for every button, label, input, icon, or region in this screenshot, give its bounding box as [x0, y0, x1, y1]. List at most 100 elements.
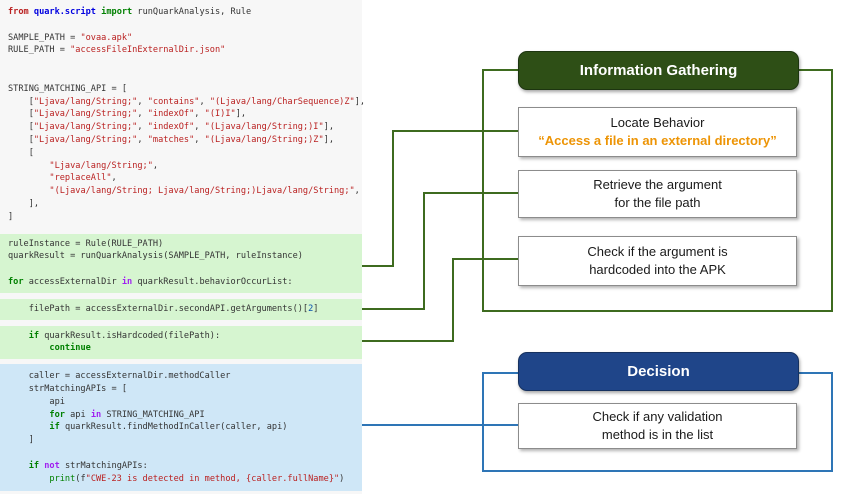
code-segment-green: if quarkResult.isHardcoded(filePath): co… [0, 325, 362, 360]
information-gathering-title: Information Gathering [579, 62, 738, 79]
code-token: SAMPLE_PATH = [8, 32, 81, 43]
code-line: ["Ljava/lang/String;", "indexOf", "(I)I"… [8, 108, 362, 121]
code-line: filePath = accessExternalDir.secondAPI.g… [8, 303, 362, 316]
code-segment-blue: caller = accessExternalDir.methodCaller … [0, 364, 362, 492]
code-line: continue [8, 342, 362, 355]
code-token: , [199, 96, 210, 107]
code-token: [ [8, 134, 34, 145]
code-token: for [49, 409, 65, 420]
code-token [8, 161, 49, 171]
code-token: for [8, 276, 24, 287]
code-token: ], [8, 198, 40, 209]
flow-box-line-accent: “Access a file in an external directory” [538, 133, 777, 148]
code-token: quarkResult.isHardcoded(filePath): [39, 330, 221, 341]
connector-3-vertical [452, 258, 454, 342]
code-token: , [137, 96, 148, 107]
code-token: filePath = accessExternalDir.secondAPI.g… [8, 303, 309, 314]
code-token: quarkResult.findMethodInCaller(caller, a… [59, 422, 288, 433]
code-token: caller = accessExternalDir.methodCaller [8, 371, 231, 382]
code-token: "contains" [147, 96, 200, 107]
code-line: print(f"CWE-23 is detected in method, {c… [8, 473, 362, 486]
connector-1-vertical [392, 130, 394, 267]
code-line: if quarkResult.isHardcoded(filePath): [8, 330, 362, 343]
code-token: if [28, 460, 40, 471]
code-line: ruleInstance = Rule(RULE_PATH) [8, 238, 362, 251]
code-token: STRING_MATCHING_API [101, 409, 205, 420]
flow-box-locate-behavior: Locate Behavior “Access a file in an ext… [518, 107, 797, 157]
code-line: "(Ljava/lang/String; Ljava/lang/String;)… [8, 185, 362, 198]
code-token [8, 474, 49, 484]
code-token: "(Ljava/lang/String;)I" [204, 122, 324, 133]
code-token: , [137, 122, 148, 133]
code-line [8, 70, 362, 83]
decision-header: Decision [518, 352, 799, 391]
connector-1-horizontal-to-box [394, 130, 518, 132]
code-line [8, 447, 362, 460]
code-token: "(I)I" [204, 109, 236, 120]
code-token: quarkResult.behaviorOccurList: [132, 276, 293, 287]
code-token: from [8, 7, 29, 17]
code-token: [ [8, 147, 34, 158]
connector-3-horizontal-to-box [454, 258, 518, 260]
code-token [8, 343, 49, 353]
code-line [8, 19, 362, 32]
flow-box-line: method is in the list [601, 427, 714, 442]
code-token: ], [323, 122, 335, 133]
code-line: if quarkResult.findMethodInCaller(caller… [8, 421, 362, 434]
information-gathering-header: Information Gathering [518, 51, 799, 90]
code-token: , [137, 109, 148, 120]
code-token: not [44, 460, 60, 471]
code-token: , [111, 173, 117, 184]
code-token: "(Ljava/lang/CharSequence)Z" [209, 96, 355, 107]
code-line: ], [8, 198, 362, 211]
flow-box-line: Check if any validation [592, 409, 723, 425]
flow-box-line: Retrieve the argument [593, 177, 722, 193]
code-token: "Ljava/lang/String;" [33, 134, 138, 145]
code-line: quarkResult = runQuarkAnalysis(SAMPLE_PA… [8, 250, 362, 263]
code-token [8, 173, 49, 183]
code-token: quark.script [33, 7, 96, 17]
flow-box-hardcoded-check: Check if the argument is hardcoded into … [518, 236, 797, 286]
code-line: [ [8, 147, 362, 160]
code-token: "indexOf" [147, 109, 195, 120]
code-token: ], [235, 109, 247, 120]
code-panel: from quark.script import runQuarkAnalysi… [0, 0, 365, 494]
code-line: for api in STRING_MATCHING_API [8, 409, 362, 422]
code-token: , [194, 134, 205, 145]
code-line [8, 263, 362, 276]
connector-3-horizontal-from-code [362, 340, 454, 342]
code-line: RULE_PATH = "accessFileInExternalDir.jso… [8, 44, 362, 57]
connector-2-vertical [423, 192, 425, 310]
code-line: ["Ljava/lang/String;", "matches", "(Ljav… [8, 134, 362, 147]
code-token [8, 410, 49, 420]
code-token: runQuarkAnalysis, Rule [132, 7, 252, 17]
code-token [8, 422, 49, 432]
code-line: ] [8, 211, 362, 224]
code-line: if not strMatchingAPIs: [8, 460, 362, 473]
code-token: print [49, 473, 76, 484]
code-token: , [194, 122, 205, 133]
code-line: api [8, 396, 362, 409]
code-token: continue [49, 343, 91, 354]
code-token [8, 331, 29, 341]
code-token: "(Ljava/lang/String;)Z" [204, 134, 324, 145]
code-token: if [28, 330, 40, 341]
connector-2-horizontal-from-code [362, 308, 425, 310]
code-token: "Ljava/lang/String;" [49, 160, 153, 171]
code-token: , [152, 160, 159, 171]
code-token: api [64, 409, 91, 420]
code-token: api [8, 396, 65, 407]
flow-box-validation-check: Check if any validation method is in the… [518, 403, 797, 449]
code-line: for accessExternalDir in quarkResult.beh… [8, 276, 362, 289]
code-line: ] [8, 434, 362, 447]
code-line: caller = accessExternalDir.methodCaller [8, 370, 362, 383]
code-line: strMatchingAPIs = [ [8, 383, 362, 396]
code-token: ], [323, 134, 335, 145]
code-token: [ [8, 109, 34, 120]
code-line: ["Ljava/lang/String;", "contains", "(Lja… [8, 96, 365, 109]
code-token [8, 461, 29, 471]
code-token: strMatchingAPIs = [ [8, 383, 127, 394]
flow-box-line: Locate Behavior [610, 115, 705, 131]
code-token: ] [313, 303, 319, 314]
